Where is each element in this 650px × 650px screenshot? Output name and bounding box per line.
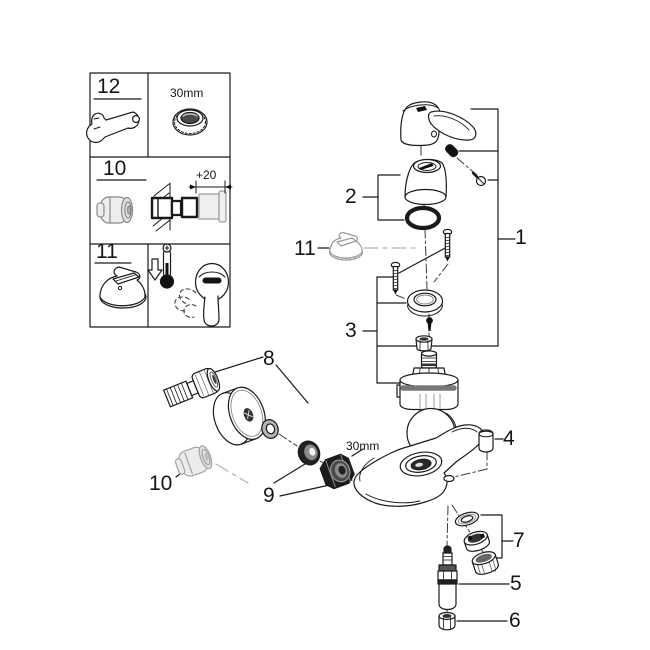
callout-3: 3 [345,319,357,342]
callout-2: 2 [345,185,357,208]
supply-nut-part6 [438,611,456,631]
callout-5: 5 [510,572,522,595]
callout-4: 4 [503,427,515,450]
pipe-fitting-icon [96,196,134,224]
faucet-body [353,407,484,507]
grub-screw [426,317,433,331]
legend-ref-12: 12 [97,75,121,98]
fixing-screw-small [471,171,487,187]
part-11-cap-reference [328,231,364,261]
cap-dome-part2 [404,158,447,206]
aerator-housing [471,551,500,575]
open-end-wrench-icon [86,111,141,144]
o-ring [404,205,442,231]
cap-nut-icon [172,108,208,136]
part-10-fitting-reference [174,445,213,477]
callout-8: 8 [263,347,275,370]
handle-set-screw [445,144,459,158]
aerator-washer [454,511,480,527]
callout-6: 6 [509,609,521,632]
legend-dimension-plus20: +20 [196,168,217,182]
legend-ref-11: 11 [96,240,118,263]
legend-size-30mm: 30mm [170,86,204,100]
callout-11: 11 [294,237,316,260]
wall-installation-icon [150,180,233,232]
part-lever-handle [400,101,477,147]
check-valve-part5 [437,545,458,611]
cartridge [396,350,459,419]
plug-part4 [478,429,494,453]
callout-9: 9 [263,484,275,507]
nut-size-label: 30mm [346,439,380,453]
cartridge-nut [415,335,433,352]
legend-ref-10: 10 [103,157,127,180]
grey-reference-lines [215,247,421,484]
union-nut-30mm-part9 [319,453,355,490]
mounting-screw-left [390,261,401,295]
union-washer-part8 [261,419,279,439]
thermometer-cold-icon [147,243,175,289]
callout-10: 10 [149,472,173,495]
callout-bracket-2 [362,174,405,221]
callout-1: 1 [515,226,527,249]
axis-lines [255,145,497,613]
mounting-screw-right [442,228,453,262]
handle-cap-icon [99,266,147,309]
callout-7: 7 [513,529,525,552]
escutcheon-part8 [212,386,266,446]
aerator-insert [463,530,491,552]
lever-handle-icon [174,262,230,327]
callout-leaders [175,246,510,622]
retaining-ring [406,289,444,317]
s-union-part8 [163,367,221,408]
seal-insert-part9 [297,440,321,466]
callout-bracket-1 [458,108,516,347]
